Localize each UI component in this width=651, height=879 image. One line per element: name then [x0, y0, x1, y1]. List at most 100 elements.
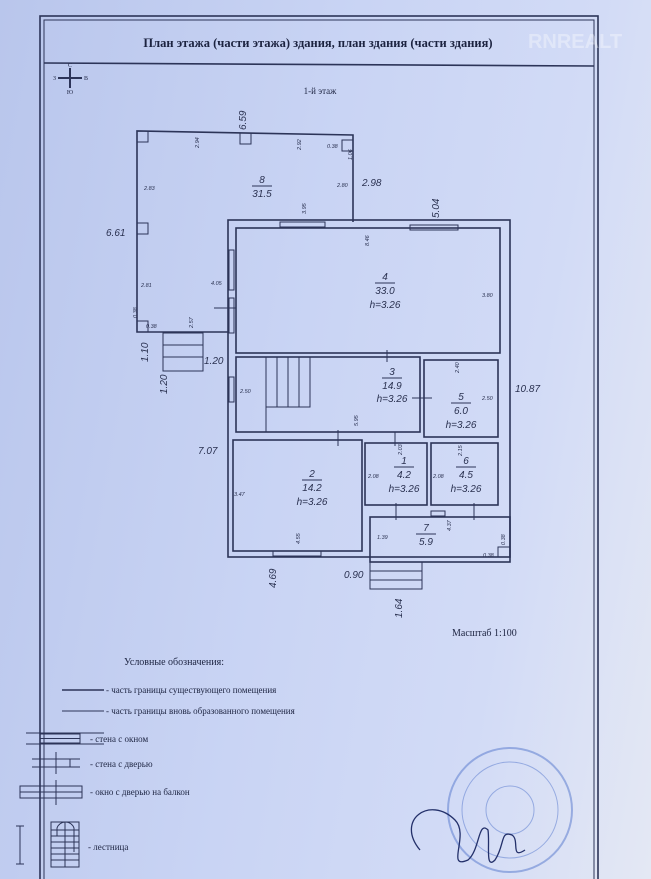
room-label-7: 7 5.9	[416, 523, 436, 548]
svg-text:1.20: 1.20	[159, 374, 170, 394]
svg-text:2.81: 2.81	[140, 283, 152, 289]
svg-text:4.5: 4.5	[459, 470, 473, 481]
room-label-1: 1 4.2 h=3.26	[389, 456, 420, 495]
svg-text:h=3.26: h=3.26	[446, 420, 477, 431]
svg-text:2.15: 2.15	[458, 444, 464, 457]
svg-text:С: С	[68, 63, 72, 69]
signature	[410, 809, 526, 863]
svg-text:2.57: 2.57	[189, 316, 195, 329]
svg-text:- стена с окном: - стена с окном	[90, 734, 148, 744]
svg-text:З: З	[53, 76, 56, 82]
svg-text:2: 2	[308, 469, 315, 480]
svg-text:2.80: 2.80	[336, 183, 349, 189]
svg-text:1.39: 1.39	[377, 535, 388, 541]
svg-text:0.38: 0.38	[133, 306, 139, 318]
outer-dimensions: 6.59 2.98 5.04 6.61 10.87 7.07 4.69 0.90…	[106, 110, 540, 618]
room-4-outline	[235, 227, 501, 354]
room-3-outline	[235, 356, 421, 433]
svg-text:1.20: 1.20	[204, 356, 224, 367]
legend-item-balcony-door: - окно с дверью на балкон	[19, 780, 190, 805]
page-frame	[39, 15, 599, 879]
svg-text:h=3.26: h=3.26	[389, 484, 420, 495]
svg-text:- лестница: - лестница	[88, 842, 128, 852]
svg-text:h=3.26: h=3.26	[297, 497, 328, 508]
svg-text:6: 6	[463, 456, 469, 467]
svg-text:7: 7	[423, 523, 429, 534]
svg-text:- часть границы вновь образова: - часть границы вновь образованного поме…	[106, 706, 295, 716]
svg-text:6.61: 6.61	[106, 228, 125, 239]
svg-text:5.9: 5.9	[419, 537, 433, 548]
svg-text:4.69: 4.69	[268, 568, 279, 588]
watermark: RNREALT	[528, 31, 622, 53]
room-7-outline	[369, 516, 511, 563]
room-label-3: 3 14.9 h=3.26	[377, 367, 408, 405]
svg-text:h=3.26: h=3.26	[451, 484, 482, 495]
svg-text:14.9: 14.9	[382, 381, 402, 392]
room-6-outline	[430, 442, 499, 506]
building-walls	[227, 219, 511, 563]
room-label-8: 8 31.5	[252, 175, 272, 200]
svg-text:- окно с дверью на балкон: - окно с дверью на балкон	[90, 787, 190, 797]
scale-label: Масштаб 1:100	[452, 628, 517, 639]
compass-icon: С Ю З В	[53, 63, 88, 96]
svg-text:33.0: 33.0	[375, 286, 395, 297]
legend-title: Условные обозначения:	[124, 657, 224, 668]
svg-text:2.94: 2.94	[195, 137, 201, 149]
svg-text:3.95: 3.95	[302, 202, 308, 214]
svg-text:Ю: Ю	[67, 90, 73, 96]
stamp	[447, 747, 573, 873]
svg-text:5: 5	[458, 392, 464, 403]
legend-item-wall-window: - стена с окном	[26, 732, 148, 745]
document-title: План этажа (части этажа) здания, план зд…	[143, 36, 492, 50]
doors	[214, 307, 475, 520]
page-frame-inner	[43, 19, 595, 879]
svg-text:2.98: 2.98	[361, 178, 382, 189]
svg-text:0.38: 0.38	[483, 553, 495, 559]
svg-text:3.47: 3.47	[234, 492, 246, 498]
svg-text:1: 1	[401, 456, 407, 467]
svg-text:- стена с дверью: - стена с дверью	[90, 759, 153, 769]
svg-text:0.90: 0.90	[344, 570, 364, 581]
svg-text:1.64: 1.64	[394, 598, 405, 618]
svg-text:1.06: 1.06	[348, 148, 354, 160]
svg-text:5.95: 5.95	[354, 414, 360, 426]
svg-text:3: 3	[389, 367, 395, 378]
legend-item-stairs: - лестница	[16, 821, 128, 868]
room-label-5: 5 6.0 h=3.26	[446, 392, 477, 431]
room-label-4: 4 33.0 h=3.26	[370, 272, 401, 311]
svg-text:0.38: 0.38	[327, 144, 339, 150]
svg-text:2.83: 2.83	[143, 186, 156, 192]
svg-text:4.05: 4.05	[211, 281, 223, 287]
svg-text:2.50: 2.50	[481, 396, 494, 402]
svg-text:8.46: 8.46	[365, 234, 371, 246]
svg-text:В: В	[84, 76, 88, 82]
title-divider	[43, 62, 595, 67]
svg-text:0.38: 0.38	[146, 324, 158, 330]
svg-text:4.55: 4.55	[296, 532, 302, 544]
legend: Условные обозначения: - часть границы су…	[16, 657, 295, 868]
room-8-walls	[136, 130, 354, 333]
svg-text:2.08: 2.08	[432, 474, 445, 480]
svg-text:h=3.26: h=3.26	[377, 394, 408, 405]
svg-text:4: 4	[382, 272, 388, 283]
svg-text:10.87: 10.87	[515, 384, 540, 395]
svg-text:4.37: 4.37	[447, 519, 453, 531]
room-label-2: 2 14.2 h=3.26	[297, 469, 328, 508]
svg-text:- часть границы существующего: - часть границы существующего помещения	[106, 685, 276, 695]
svg-text:2.92: 2.92	[297, 139, 303, 151]
svg-text:4.2: 4.2	[397, 470, 411, 481]
svg-text:31.5: 31.5	[252, 189, 272, 200]
svg-text:2.08: 2.08	[367, 474, 380, 480]
svg-text:7.07: 7.07	[198, 446, 218, 457]
svg-text:2.40: 2.40	[455, 361, 461, 374]
svg-text:6.0: 6.0	[454, 406, 468, 417]
floor-label: 1-й этаж	[304, 86, 337, 96]
legend-item-wall-door: - стена с дверью	[32, 752, 153, 774]
room-label-6: 6 4.5 h=3.26	[451, 456, 482, 495]
svg-text:8: 8	[259, 175, 265, 186]
legend-item-new-boundary: - часть границы вновь образованного поме…	[62, 706, 295, 716]
steps-bottom	[369, 561, 423, 590]
svg-text:1.10: 1.10	[140, 342, 151, 362]
svg-text:14.2: 14.2	[302, 483, 322, 494]
